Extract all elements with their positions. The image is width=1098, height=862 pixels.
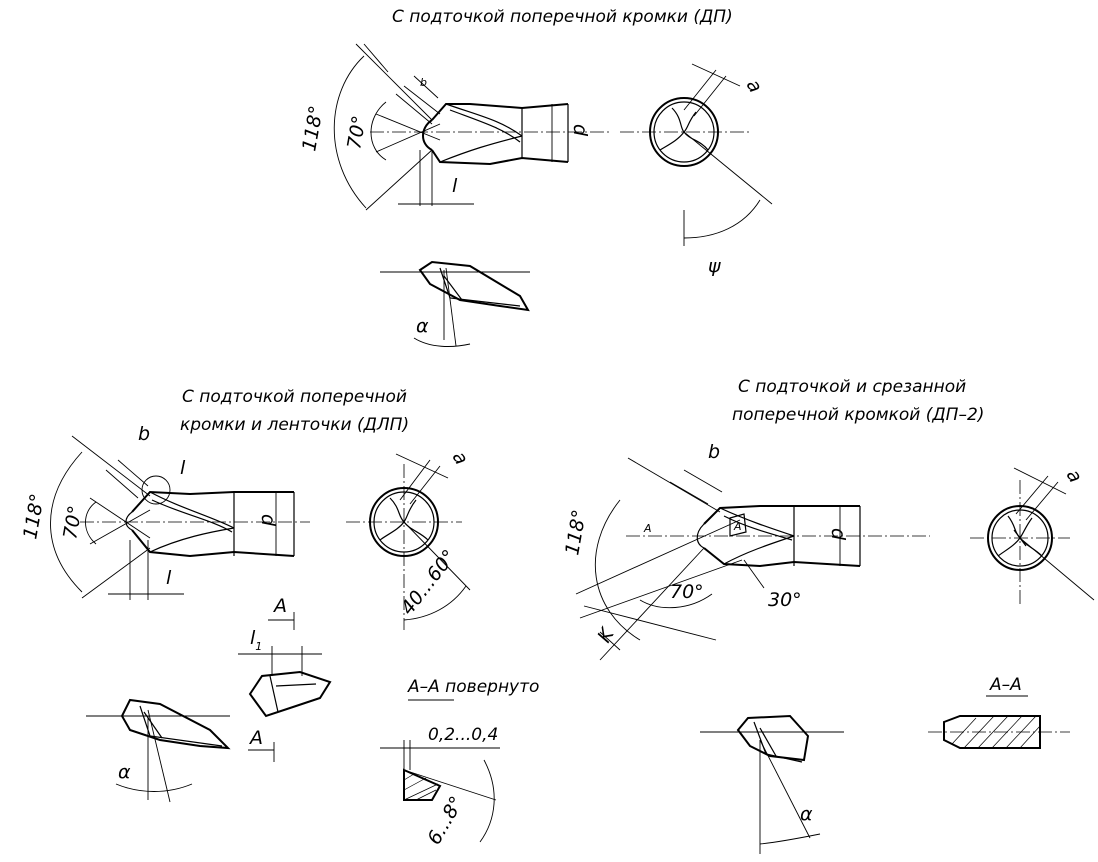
dlp-alpha-section: α xyxy=(86,698,231,803)
dlp-alpha-label: α xyxy=(118,761,131,783)
dlp-section-rotated-label: А–А повернуто xyxy=(407,677,539,697)
dp2-alpha-label: α xyxy=(800,803,813,825)
dp2-a-label: a xyxy=(1062,466,1087,487)
dlp-b-label: b xyxy=(138,423,150,445)
dlp-angle-118-label: 118° xyxy=(19,492,49,541)
dlp-lip-section: A l1 A xyxy=(238,595,332,762)
dlp-drill-side-view xyxy=(80,475,310,558)
dp2-section-aa: А–А xyxy=(928,675,1070,749)
dlp-section-aa-rotated: А–А повернуто 0,2...0,4 6...8° xyxy=(380,677,539,849)
dp-angle-118-label: 118° xyxy=(298,104,328,153)
dp2-section-a-mark: A xyxy=(733,520,742,533)
dlp-range-02-04-label: 0,2...0,4 xyxy=(428,725,498,745)
dlp-section-a-bottom-label: A xyxy=(248,727,263,749)
dp-alpha-label: α xyxy=(416,315,429,337)
dlp-angle-70-label: 70° xyxy=(59,504,87,541)
dlp-drawing-group: С подточкой поперечной кромки и ленточки… xyxy=(19,387,539,849)
dlp-l1-label: l1 xyxy=(250,627,262,653)
dlp-l-lower-label: l xyxy=(166,567,172,589)
dlp-end-view: a 40...60° xyxy=(346,448,473,630)
dlp-l-upper-label: l xyxy=(180,457,186,479)
dp-psi-label: ψ xyxy=(708,255,721,277)
dp2-angle-30-label: 30° xyxy=(768,589,802,611)
dp-end-view: a ψ xyxy=(620,63,773,277)
dp2-angle-70-label: 70° xyxy=(670,581,704,603)
title-dlp-line1: С подточкой поперечной xyxy=(182,387,407,407)
dp2-end-view: a xyxy=(970,466,1095,606)
title-dp2-line1: С подточкой и срезанной xyxy=(738,377,966,397)
dlp-section-a-top-label: A xyxy=(272,595,287,617)
dp-d-label: d xyxy=(569,124,591,137)
title-dp: С подточкой поперечной кромки (ДП) xyxy=(392,7,733,27)
dp2-drawing-group: С подточкой и срезанной поперечной кромк… xyxy=(561,377,1095,854)
dp-l-label: l xyxy=(452,175,458,197)
title-dlp-line2: кромки и ленточки (ДЛП) xyxy=(180,415,409,435)
dp2-drill-side-view: A A xyxy=(626,505,930,568)
dp-alpha-section: α xyxy=(380,260,530,347)
dp2-d-label: d xyxy=(827,528,849,541)
dp2-alpha-section: α xyxy=(700,714,844,854)
dp-b-label: b xyxy=(420,76,427,89)
dlp-d-label: d xyxy=(257,514,279,527)
title-dp2-line2: поперечной кромкой (ДП–2) xyxy=(732,405,984,425)
dp2-b-label: b xyxy=(708,441,720,463)
dp-angle-70-label: 70° xyxy=(343,114,371,151)
dlp-range-6-8-label: 6...8° xyxy=(423,793,468,849)
dp-a-label: a xyxy=(742,76,767,97)
dp-drawing-group: С подточкой поперечной кромки (ДП) 118° xyxy=(298,7,773,347)
dp2-angle-118-label: 118° xyxy=(561,508,591,557)
dlp-a-label: a xyxy=(448,448,473,469)
dp2-section-a-left-mark: A xyxy=(643,522,652,535)
dp2-section-aa-label: А–А xyxy=(989,675,1022,695)
